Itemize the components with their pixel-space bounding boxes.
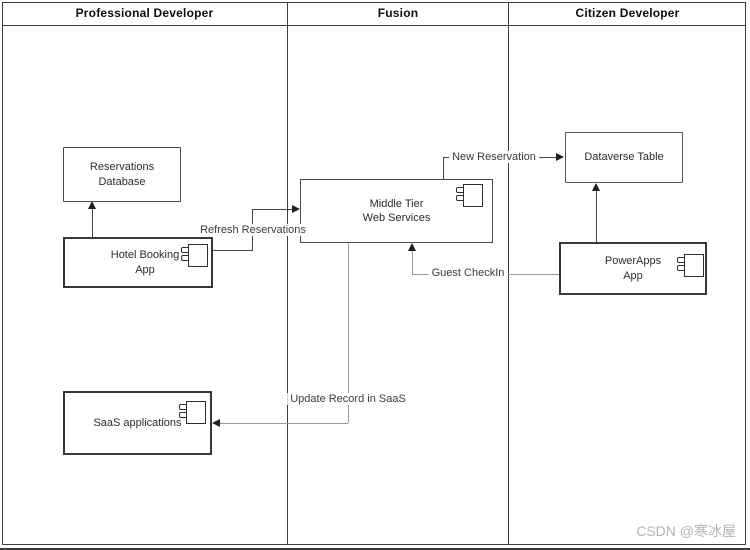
edge-refresh-reservations-line bbox=[253, 209, 294, 210]
edge-refresh-reservations-line bbox=[212, 250, 252, 251]
component-icon bbox=[456, 184, 484, 208]
node-powerapps-app: PowerApps App bbox=[559, 242, 707, 295]
edge-new-reservation-arrowhead bbox=[556, 153, 564, 161]
lane-header-professional-developer: Professional Developer bbox=[75, 6, 214, 20]
component-icon bbox=[677, 254, 705, 278]
node-label: Dataverse Table bbox=[584, 151, 664, 164]
component-icon bbox=[179, 401, 207, 425]
edge-label-refresh-reservations: Refresh Reservations bbox=[197, 224, 309, 236]
swimlane-header-separator bbox=[2, 25, 746, 26]
component-icon bbox=[181, 244, 209, 268]
node-label: Hotel Booking bbox=[110, 249, 180, 262]
node-label: Middle Tier bbox=[369, 197, 424, 210]
swimlane-pool-border bbox=[2, 2, 746, 545]
node-label: App bbox=[135, 263, 155, 276]
node-label: SaaS applications bbox=[93, 416, 182, 429]
edge-refresh-reservations-arrowhead bbox=[292, 205, 300, 213]
node-label: Database bbox=[98, 175, 146, 188]
node-dataverse-table: Dataverse Table bbox=[565, 132, 683, 183]
node-hotel-booking-app: Hotel Booking App bbox=[63, 237, 213, 288]
image-bottom-edge bbox=[0, 548, 750, 550]
node-label: Reservations bbox=[89, 161, 155, 174]
lane-divider-1 bbox=[287, 2, 288, 545]
edge-powerapps-to-dataverse-line bbox=[596, 189, 597, 242]
edge-hotel-to-database-arrowhead bbox=[88, 201, 96, 209]
edge-update-record-arrowhead bbox=[212, 419, 220, 427]
edge-powerapps-to-dataverse-arrowhead bbox=[592, 183, 600, 191]
node-label: App bbox=[623, 269, 643, 282]
edge-label-guest-checkin: Guest CheckIn bbox=[428, 267, 508, 279]
node-label: PowerApps bbox=[604, 255, 662, 268]
node-reservations-database: Reservations Database bbox=[63, 147, 181, 202]
node-middle-tier-web-services: Middle Tier Web Services bbox=[300, 179, 493, 243]
edge-label-new-reservation: New Reservation bbox=[449, 151, 539, 163]
lane-header-citizen-developer: Citizen Developer bbox=[575, 6, 680, 20]
edge-update-record-line bbox=[348, 243, 349, 423]
edge-guest-checkin-line bbox=[412, 249, 413, 274]
lane-header-fusion: Fusion bbox=[377, 6, 419, 20]
csdn-watermark: CSDN @寒冰屋 bbox=[636, 523, 736, 539]
edge-update-record-line bbox=[219, 423, 348, 424]
edge-label-update-record-in-saas: Update Record in SaaS bbox=[287, 393, 409, 405]
node-saas-applications: SaaS applications bbox=[63, 391, 212, 455]
lane-divider-2 bbox=[508, 2, 509, 545]
edge-guest-checkin-arrowhead bbox=[408, 243, 416, 251]
edge-new-reservation-line bbox=[443, 157, 444, 179]
node-label: Web Services bbox=[362, 212, 431, 224]
edge-hotel-to-database-line bbox=[92, 203, 93, 237]
